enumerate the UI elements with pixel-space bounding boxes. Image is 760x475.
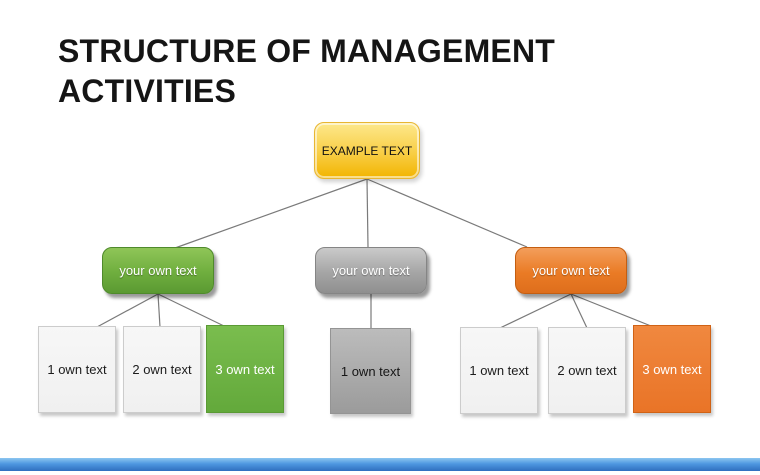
- node-branch-orange: your own text: [515, 247, 627, 294]
- leaf-orange-1: 1 own text: [460, 327, 538, 414]
- leaf-orange-2: 2 own text: [548, 327, 626, 414]
- leaf-green-1: 1 own text: [38, 326, 116, 413]
- connector-green-leaf1: [96, 293, 159, 328]
- node-branch-gray: your own text: [315, 247, 427, 294]
- footer-bar: [0, 458, 760, 471]
- leaf-green-3: 3 own text: [206, 325, 284, 413]
- node-root-example-text: EXAMPLE TEXT: [314, 122, 420, 179]
- node-branch-green: your own text: [102, 247, 214, 294]
- connector-green-leaf3: [157, 293, 225, 327]
- connector-root-green: [174, 178, 368, 249]
- connector-orange-leaf3: [570, 293, 652, 327]
- connector-root-gray: [366, 178, 369, 248]
- leaf-orange-3: 3 own text: [633, 325, 711, 413]
- leaf-gray-1: 1 own text: [330, 328, 411, 414]
- connector-root-orange: [366, 178, 528, 248]
- leaf-green-2: 2 own text: [123, 326, 201, 413]
- slide-title-line1: STRUCTURE OF MANAGEMENT: [58, 33, 556, 70]
- connector-green-leaf2: [157, 293, 161, 328]
- connector-orange-leaf1: [499, 293, 572, 329]
- connector-orange-leaf2: [570, 293, 588, 329]
- slide-title-line2: ACTIVITIES: [58, 73, 237, 110]
